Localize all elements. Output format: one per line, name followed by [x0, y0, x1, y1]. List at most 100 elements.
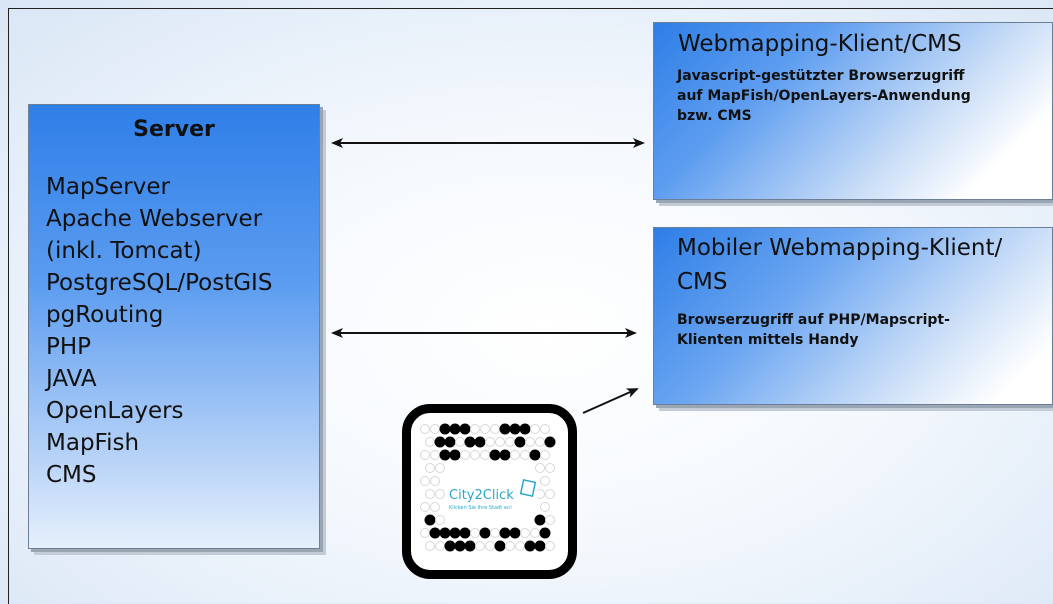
qr-dot-empty — [470, 450, 480, 460]
qr-dot-empty — [545, 541, 555, 551]
qr-dot-filled — [544, 436, 556, 448]
mobile-client-desc-line: Browserzugriff auf PHP/Mapscript- — [677, 312, 950, 328]
qr-dot-empty — [425, 541, 435, 551]
mobile-client-box: Mobiler Webmapping-Klient/ CMS Browserzu… — [653, 227, 1053, 405]
qr-dot-empty — [425, 437, 435, 447]
qr-dot-empty — [540, 502, 550, 512]
qr-dot-empty — [480, 424, 490, 434]
mobile-client-description: Browserzugriff auf PHP/Mapscript- Klient… — [677, 310, 1047, 350]
mobile-client-title-line: CMS — [677, 269, 728, 295]
qr-logo-subtext: Klicken Sie Ihre Stadt an! — [449, 505, 512, 511]
qr-dot-filled — [509, 527, 521, 539]
qr-logo-icon — [519, 479, 537, 497]
qr-dot-empty — [520, 450, 530, 460]
qr-dot-empty — [530, 424, 540, 434]
qr-dot-filled — [509, 423, 521, 435]
qr-dot-filled — [444, 540, 456, 552]
qr-dot-empty — [420, 424, 430, 434]
qr-dot-filled — [439, 527, 451, 539]
qr-dot-empty — [530, 528, 540, 538]
qr-dot-filled — [479, 527, 491, 539]
qr-dot-empty — [420, 502, 430, 512]
qr-dot-empty — [435, 515, 445, 525]
server-item-postgresql: PostgreSQL/PostGIS — [46, 270, 273, 296]
qr-dot-filled — [449, 449, 461, 461]
qr-dot-empty — [420, 476, 430, 486]
qr-dot-empty — [485, 541, 495, 551]
qr-dot-empty — [505, 541, 515, 551]
qr-dot-empty — [430, 450, 440, 460]
server-box: Server MapServer Apache Webserver (inkl.… — [28, 104, 320, 549]
qr-dot-empty — [475, 541, 485, 551]
qr-dot-empty — [510, 450, 520, 460]
qr-dot-filled — [499, 527, 511, 539]
qr-dot-empty — [430, 476, 440, 486]
qr-dot-filled — [524, 540, 536, 552]
webmapping-client-desc-line: auf MapFish/OpenLayers-Anwendung — [677, 88, 971, 104]
server-item-pgrouting: pgRouting — [46, 302, 164, 328]
webmapping-client-description: Javascript-gestützter Browserzugriff auf… — [677, 66, 1047, 126]
qr-logo-text: City2Click — [449, 488, 514, 503]
webmapping-client-desc-line: Javascript-gestützter Browserzugriff — [677, 68, 965, 84]
webmapping-client-title: Webmapping-Klient/CMS — [678, 31, 962, 57]
server-item-mapserver: MapServer — [46, 174, 170, 200]
qr-dot-empty — [545, 515, 555, 525]
qr-dot-filled — [449, 527, 461, 539]
qr-dot-filled — [499, 423, 511, 435]
qr-dot-empty — [470, 424, 480, 434]
mobile-client-desc-line: Klienten mittels Handy — [677, 332, 859, 348]
mobile-client-title: Mobiler Webmapping-Klient/ CMS — [677, 231, 1053, 299]
qr-dot-empty — [495, 437, 505, 447]
qr-mobile-arrow — [582, 388, 639, 414]
qr-dot-filled — [494, 540, 506, 552]
qr-dot-empty — [435, 541, 445, 551]
server-item-cms: CMS — [46, 462, 97, 488]
qr-dot-empty — [505, 437, 515, 447]
qr-dot-empty — [420, 450, 430, 460]
qr-dot-filled — [464, 436, 476, 448]
qr-dot-empty — [545, 463, 555, 473]
qr-dot-empty — [540, 476, 550, 486]
qr-dot-empty — [420, 528, 430, 538]
qr-dot-empty — [485, 437, 495, 447]
mobile-client-title-line: Mobiler Webmapping-Klient/ — [677, 235, 1003, 261]
qr-dot-empty — [470, 528, 480, 538]
qr-dot-filled — [454, 540, 466, 552]
qr-dot-filled — [439, 449, 451, 461]
server-item-openlayers: OpenLayers — [46, 398, 184, 424]
qr-dot-empty — [525, 437, 535, 447]
qr-dot-filled — [424, 514, 436, 526]
qr-logo-background — [445, 479, 537, 513]
qr-dot-filled — [434, 436, 446, 448]
qr-dot-filled — [439, 423, 451, 435]
qr-dot-empty — [455, 437, 465, 447]
qr-dot-filled — [534, 514, 546, 526]
qr-dot-filled — [449, 423, 461, 435]
server-item-apache: Apache Webserver — [46, 206, 263, 232]
qr-dot-empty — [490, 424, 500, 434]
server-component-list: MapServer Apache Webserver (inkl. Tomcat… — [46, 171, 272, 491]
qr-dot-empty — [535, 437, 545, 447]
server-title: Server — [133, 117, 215, 142]
qr-dot-empty — [540, 450, 550, 460]
webmapping-client-desc-line: bzw. CMS — [677, 108, 752, 124]
qr-dot-filled — [464, 540, 476, 552]
qr-dot-empty — [490, 528, 500, 538]
qr-code: City2Click Klicken Sie Ihre Stadt an! — [402, 404, 577, 579]
qr-dot-filled — [499, 449, 511, 461]
qr-dot-empty — [435, 463, 445, 473]
qr-dot-empty — [425, 463, 435, 473]
qr-dot-filled — [429, 527, 441, 539]
qr-dot-empty — [425, 489, 435, 499]
qr-dot-empty — [515, 541, 525, 551]
qr-dot-filled — [444, 436, 456, 448]
qr-dot-empty — [430, 502, 440, 512]
diagram-frame — [8, 8, 1053, 604]
qr-code-graphic: City2Click Klicken Sie Ihre Stadt an! — [420, 423, 556, 552]
qr-dot-filled — [514, 436, 526, 448]
qr-dot-empty — [430, 424, 440, 434]
qr-dot-filled — [529, 449, 541, 461]
qr-dot-filled — [519, 423, 531, 435]
server-item-mapfish: MapFish — [46, 430, 140, 456]
